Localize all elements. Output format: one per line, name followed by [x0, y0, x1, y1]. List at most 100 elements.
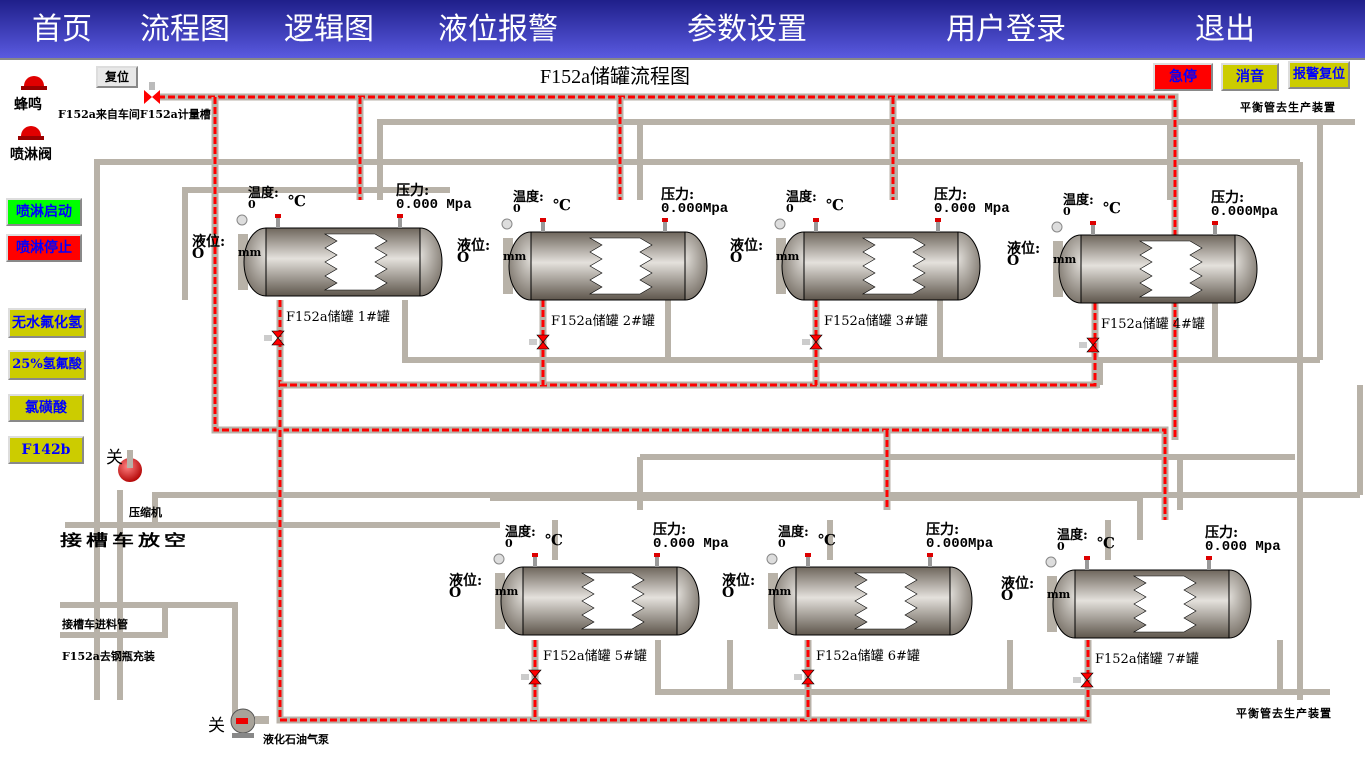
- tanker-feed-label: 接槽车进料管: [62, 618, 128, 631]
- tank-2: [501, 218, 708, 350]
- tank-3: [774, 218, 981, 350]
- nav-home[interactable]: 首页: [32, 12, 92, 47]
- tank-6-pressure-value: 0.000Mpa: [926, 536, 994, 552]
- tank-7-level-unit: mm: [1047, 588, 1071, 601]
- tank-7-temp-label: 温度:: [1057, 528, 1088, 543]
- inlet-label: F152a来自车间F152a计量槽: [58, 108, 211, 121]
- tank-5-temp-label: 温度:: [505, 525, 536, 540]
- gauge-icon: [1051, 221, 1063, 233]
- pump-label: 液化石油气泵: [263, 733, 329, 746]
- tank-6-temp-value: 0: [778, 537, 786, 550]
- anhydrous-hf-button[interactable]: 无水氟化氢: [8, 308, 86, 338]
- compressor-label: 压缩机: [129, 506, 162, 519]
- tank-7-level-value: O: [1001, 588, 1014, 604]
- pump-state: 关: [208, 716, 225, 736]
- nav-logic[interactable]: 逻辑图: [284, 12, 374, 47]
- tank-1-level-label: 液位:: [192, 234, 226, 250]
- temp-sensor-icon: [276, 216, 280, 228]
- tank-3-temp-value: 0: [786, 202, 794, 215]
- buzzer-lamp-icon: [24, 76, 44, 86]
- tank-6: [766, 553, 973, 685]
- tank-2-level-label: 液位:: [457, 238, 491, 254]
- valve-actuator-icon: [529, 339, 537, 345]
- nav-level-alarm[interactable]: 液位报警: [438, 12, 558, 47]
- outlet-valve-icon[interactable]: [271, 330, 285, 346]
- tank-1-temp-unit: ℃: [288, 192, 306, 210]
- tank-6-temp-unit: ℃: [818, 531, 836, 549]
- tank-window: [861, 237, 926, 295]
- valve-actuator-icon: [264, 335, 272, 341]
- buzzer-label: 蜂鸣: [14, 97, 42, 113]
- temp-sensor-icon: [1091, 223, 1095, 235]
- tank-window: [1138, 240, 1203, 298]
- tank-6-level-value: O: [722, 585, 735, 601]
- tank-6-level-label: 液位:: [722, 573, 756, 589]
- cylinder-fill-label: F152a去钢瓶充装: [62, 650, 155, 663]
- alarm-reset-button[interactable]: 报警复位: [1288, 61, 1350, 89]
- tank-7-temp-value: 0: [1057, 540, 1065, 553]
- tank-2-temp-value: 0: [513, 202, 521, 215]
- valve-actuator-icon: [1073, 677, 1081, 683]
- tank-4-name: F152a储罐 4#罐: [1101, 317, 1205, 332]
- tank-7: [1045, 556, 1252, 688]
- gauge-icon: [774, 218, 786, 230]
- tank-7-temp-unit: ℃: [1097, 534, 1115, 552]
- reset-button[interactable]: 复位: [96, 66, 138, 88]
- compressor-icon[interactable]: [118, 458, 142, 482]
- tank-2-pressure-label: 压力:: [661, 187, 695, 203]
- nav-exit[interactable]: 退出: [1195, 12, 1255, 47]
- tank-3-pressure-value: 0.000 Mpa: [934, 201, 1010, 217]
- tank-5-level-label: 液位:: [449, 573, 483, 589]
- spray-start-button[interactable]: 喷淋启动: [6, 198, 82, 226]
- outlet-valve-icon[interactable]: [809, 334, 823, 350]
- nav-params[interactable]: 参数设置: [687, 12, 807, 47]
- hf-25-button[interactable]: 25%氢氟酸: [8, 350, 86, 380]
- tank-3-pressure-label: 压力:: [934, 187, 968, 203]
- tank-window: [580, 572, 645, 630]
- tank-7-pressure-value: 0.000 Mpa: [1205, 539, 1281, 555]
- tank-2-pressure-value: 0.000Mpa: [661, 201, 729, 217]
- red-flow-pipe: [158, 95, 1177, 440]
- mute-button[interactable]: 消音: [1221, 63, 1279, 91]
- temp-sensor-icon: [533, 555, 537, 567]
- tank-7-name: F152a储罐 7#罐: [1095, 652, 1199, 667]
- compressor-state: 关: [106, 448, 123, 468]
- gauge-icon: [236, 214, 248, 226]
- tank-window: [1132, 575, 1197, 633]
- outlet-valve-icon[interactable]: [1086, 337, 1100, 353]
- tank-window: [323, 233, 388, 291]
- tanker-vent-banner: 接槽车放空: [60, 531, 191, 550]
- level-gauge-pipe: [495, 573, 505, 629]
- outlet-valve-icon[interactable]: [528, 669, 542, 685]
- f142b-button[interactable]: F142b: [8, 436, 84, 464]
- outlet-valve-icon[interactable]: [536, 334, 550, 350]
- tank-1-name: F152a储罐 1#罐: [286, 310, 390, 325]
- emergency-stop-button[interactable]: 急停: [1153, 63, 1213, 91]
- spray-valve-label: 喷淋阀: [10, 147, 52, 163]
- page-title: F152a储罐流程图: [540, 66, 690, 88]
- balance-pipe-top-label: 平衡管去生产装置: [1240, 101, 1336, 114]
- chlorosulfonic-button[interactable]: 氯磺酸: [8, 394, 84, 422]
- gray-pipe: [60, 605, 168, 638]
- level-gauge-pipe: [1053, 241, 1063, 297]
- tank-1-pressure-value: 0.000 Mpa: [396, 197, 472, 213]
- gray-pipe: [377, 119, 1355, 138]
- pressure-sensor-icon: [398, 216, 402, 228]
- tank-2-temp-label: 温度:: [513, 190, 544, 205]
- inlet-valve-icon[interactable]: [144, 90, 160, 104]
- gauge-icon: [493, 553, 505, 565]
- gray-pipe: [655, 640, 1330, 695]
- tank-6-name: F152a储罐 6#罐: [816, 649, 920, 664]
- spray-stop-button[interactable]: 喷淋停止: [6, 234, 82, 262]
- tank-3-level-label: 液位:: [730, 238, 764, 254]
- red-flow-pipe: [280, 300, 1097, 387]
- nav-flowchart[interactable]: 流程图: [140, 12, 230, 47]
- gauge-icon: [501, 218, 513, 230]
- tank-2-name: F152a储罐 2#罐: [551, 314, 655, 329]
- outlet-valve-icon[interactable]: [1080, 672, 1094, 688]
- gray-pipe: [402, 300, 1320, 363]
- outlet-valve-icon[interactable]: [801, 669, 815, 685]
- nav-login[interactable]: 用户登录: [946, 12, 1066, 47]
- tank-2-level-unit: mm: [503, 250, 527, 263]
